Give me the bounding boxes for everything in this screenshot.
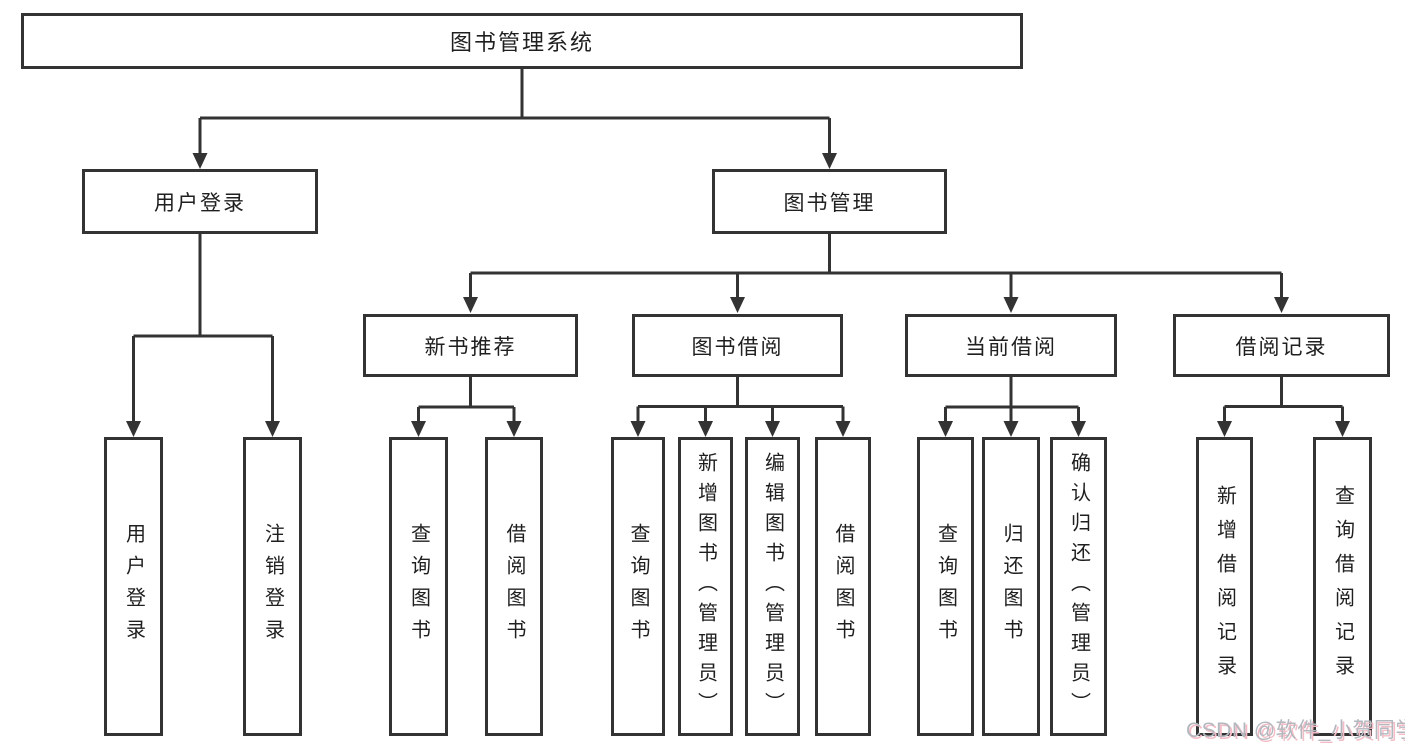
leaf-borrow-edit-book-admin-label: 编辑图书（管理员）	[761, 451, 784, 722]
node-user-login-branch-label: 用户登录	[154, 191, 246, 215]
leaf-borrow-borrow-book: 借阅图书	[815, 437, 871, 736]
leaf-logout: 注销登录	[243, 437, 302, 736]
node-book-management: 图书管理	[712, 169, 947, 234]
leaf-current-confirm-return-admin: 确认归还（管理员）	[1050, 437, 1107, 736]
csdn-watermark: CSDN @软件_小贺同学	[1186, 719, 1405, 742]
leaf-borrow-query-book-label: 查询图书	[627, 522, 649, 651]
leaf-user-login: 用户登录	[104, 437, 163, 736]
leaf-newbook-query-book: 查询图书	[389, 437, 448, 736]
leaf-record-add-record-label: 新增借阅记录	[1213, 484, 1236, 689]
node-book-management-label: 图书管理	[783, 191, 876, 215]
leaf-record-query-record: 查询借阅记录	[1313, 437, 1372, 736]
node-new-book-recommend-label: 新书推荐	[424, 335, 517, 359]
leaf-current-query-book: 查询图书	[917, 437, 974, 736]
node-root-system-label: 图书管理系统	[449, 30, 594, 55]
node-user-login-branch: 用户登录	[82, 169, 318, 234]
leaf-current-return-book-label: 归还图书	[1000, 522, 1022, 651]
leaf-record-add-record: 新增借阅记录	[1196, 437, 1253, 736]
node-borrow-record-label: 借阅记录	[1235, 335, 1328, 359]
leaf-user-login-label: 用户登录	[122, 522, 145, 651]
node-borrow-record: 借阅记录	[1173, 314, 1390, 377]
arrowheads	[126, 153, 1350, 437]
leaf-borrow-borrow-book-label: 借阅图书	[832, 522, 854, 651]
node-book-borrow: 图书借阅	[632, 314, 843, 377]
node-new-book-recommend: 新书推荐	[363, 314, 578, 377]
leaf-current-query-book-label: 查询图书	[934, 522, 957, 651]
node-current-borrow-label: 当前借阅	[965, 335, 1057, 359]
node-book-borrow-label: 图书借阅	[691, 335, 784, 359]
leaf-record-query-record-label: 查询借阅记录	[1331, 484, 1354, 689]
leaf-current-return-book: 归还图书	[982, 437, 1040, 736]
leaf-borrow-add-book-admin-label: 新增图书（管理员）	[694, 451, 717, 722]
leaf-newbook-borrow-book-label: 借阅图书	[503, 522, 525, 651]
leaf-borrow-add-book-admin: 新增图书（管理员）	[678, 437, 733, 736]
leaf-current-confirm-return-admin-label: 确认归还（管理员）	[1067, 451, 1090, 722]
node-root-system: 图书管理系统	[21, 13, 1023, 69]
leaf-newbook-query-book-label: 查询图书	[407, 522, 430, 651]
connector-lines	[132, 69, 1344, 423]
leaf-borrow-edit-book-admin: 编辑图书（管理员）	[745, 437, 800, 736]
leaf-borrow-query-book: 查询图书	[611, 437, 665, 736]
leaf-newbook-borrow-book: 借阅图书	[485, 437, 543, 736]
leaf-logout-label: 注销登录	[261, 522, 284, 651]
node-current-borrow: 当前借阅	[905, 314, 1117, 377]
